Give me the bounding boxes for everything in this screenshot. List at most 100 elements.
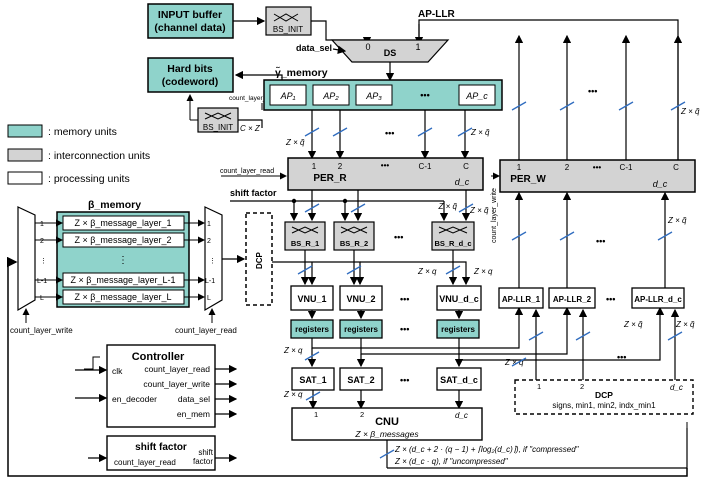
beta-right-port-1: 1: [207, 221, 211, 228]
legend-interconnect: : interconnection units: [48, 150, 150, 162]
cz-label: C × Z: [240, 124, 261, 133]
legend: : memory units : interconnection units :…: [7, 124, 150, 185]
beta-left-port-l: L: [40, 295, 44, 302]
controller-in-clk: clk: [112, 366, 123, 376]
dots-8: •••: [596, 236, 605, 246]
bs-r-dc: BS_R_d_c: [431, 221, 475, 251]
crossbar-icon: [340, 226, 368, 234]
per-w-port-c1: C-1: [620, 163, 633, 172]
per-r-dc: d_c: [455, 177, 470, 187]
per-w-dc: d_c: [653, 179, 668, 189]
ap-llr-2: AP-LLR_2: [548, 287, 596, 309]
cnu-port-2: 2: [360, 410, 364, 419]
formula-uncompressed: Z × (d_c · q), if "uncompressed": [394, 457, 509, 466]
zq-label-4: Z × q̃: [438, 202, 458, 211]
dcp-right-sub: signs, min1, min2, indx_min1: [552, 401, 656, 410]
ds-in0: 0: [365, 42, 370, 52]
cnu-sub: Z × β_messages: [354, 429, 419, 439]
data-sel-label: data_sel: [296, 43, 332, 53]
zq-label-3: Z × q̃: [680, 107, 700, 116]
input-buffer-line1: INPUT buffer: [158, 9, 222, 21]
dots-1: •••: [385, 128, 394, 138]
dcp-right-label: DCP: [595, 390, 613, 400]
cnu-block: 1 2 d_c CNU Z × β_messages: [291, 407, 483, 441]
bs-r-1-label: BS_R_1: [291, 239, 319, 248]
bs-init-top-label: BS_INIT: [273, 25, 303, 34]
dots-3: •••: [394, 232, 403, 242]
beta-left-port-l1: L-1: [37, 278, 47, 285]
per-w-count-label: count_layer_write: [491, 188, 498, 243]
per-w-block: 1 2 ••• C-1 C PER_W d_c: [499, 159, 696, 193]
beta-row-2: Z × β_message_layer_2: [75, 235, 172, 245]
controller-block: Controller clk en_decoder count_layer_re…: [106, 344, 216, 428]
ap-llr-2-label: AP-LLR_2: [553, 295, 592, 304]
dots-7: •••: [606, 294, 615, 304]
vnu-1-label: VNU_1: [297, 294, 326, 304]
vnu-dc: VNU_d_c: [436, 285, 482, 311]
dcp-right-block: 1 2 d_c DCP signs, min1, min2, indx_min1: [514, 379, 694, 415]
sat-dc-label: SAT_d_c: [440, 375, 478, 385]
per-r-block: 1 2 ••• C-1 C PER_R d_c: [287, 157, 484, 191]
beta-left-port-1: 1: [40, 221, 44, 228]
beta-memory-title: β_memory: [88, 199, 141, 211]
ap-llr-1: AP-LLR_1: [498, 287, 544, 309]
gamma-cell-3: AP₃: [365, 91, 382, 101]
bs-r-dc-label: BS_R_d_c: [434, 239, 471, 248]
gamma-to-per-r-lines: [304, 110, 473, 160]
hard-bits-block: Hard bits (codeword): [147, 57, 234, 93]
legend-processing: : processing units: [48, 173, 130, 185]
bs-init-mid-block: BS_INIT: [197, 107, 239, 133]
per-w-port-1: 1: [517, 163, 522, 172]
registers-1: registers: [290, 319, 334, 339]
zq-label-5: Z × q: [417, 267, 437, 276]
zq-label-12: Z × q̃: [675, 320, 695, 329]
gamma-memory-block: AP₁ AP₂ AP₃ ••• AP_c: [263, 79, 503, 111]
ds-in1: 1: [415, 42, 420, 52]
zq-label-6: Z × q: [473, 267, 493, 276]
sat-2: SAT_2: [339, 367, 383, 391]
sat-dc: SAT_d_c: [436, 367, 482, 391]
zq-label-11: Z × q̃: [623, 320, 643, 329]
dcp-left-block: DCP: [245, 212, 273, 306]
controller-out-4: en_mem: [177, 409, 210, 419]
ds-label: DS: [384, 48, 397, 58]
crossbar-icon: [438, 226, 468, 234]
zq-label-2: Z × q̃: [470, 128, 490, 137]
ap-llr-label: AP-LLR: [418, 9, 455, 20]
hard-bits-line1: Hard bits: [167, 63, 213, 75]
controller-out-2: count_layer_write: [143, 379, 210, 389]
beta-row-l: Z × β_message_layer_L: [75, 292, 172, 302]
zq-label-10: Z × q̃: [667, 216, 687, 225]
per-w-port-dots: •••: [593, 163, 602, 172]
controller-in-en-decoder: en_decoder: [112, 394, 157, 404]
dcp-right-port-1: 1: [537, 382, 541, 391]
gamma-count-label: count_layer_read: [229, 95, 280, 102]
controller-out-3: data_sel: [178, 394, 210, 404]
dots-4: •••: [400, 294, 409, 304]
legend-memory: : memory units: [48, 126, 117, 138]
input-buffer-block: INPUT buffer (channel data): [147, 3, 234, 39]
gamma-cell-1: AP₁: [280, 91, 296, 101]
sat-1-label: SAT_1: [299, 375, 326, 385]
beta-count-write: count_layer_write: [10, 326, 73, 335]
vnu-2: VNU_2: [339, 285, 383, 311]
bs-r-2: BS_R_2: [333, 221, 375, 251]
per-r-port-c: C: [463, 162, 469, 171]
beta-right-port-2: 2: [207, 238, 211, 245]
shift-box-out2: factor: [193, 457, 213, 466]
ds-mux: DS 0 1: [330, 39, 450, 63]
controller-title: Controller: [132, 351, 185, 363]
dcp-right-port-dc: d_c: [670, 383, 683, 392]
dcp-right-port-2: 2: [580, 382, 584, 391]
ap-llr-dc: AP-LLR_d_c: [631, 287, 685, 309]
registers-1-label: registers: [295, 325, 329, 334]
per-w-label: PER_W: [510, 174, 546, 185]
controller-out-1: count_layer_read: [144, 364, 210, 374]
beta-memory-block: Z × β_message_layer_1 Z × β_message_laye…: [17, 206, 223, 312]
vnu-1: VNU_1: [290, 285, 334, 311]
beta-left-port-dots: ⋮: [40, 258, 47, 265]
per-r-port-2: 2: [338, 162, 343, 171]
cnu-port-1: 1: [314, 410, 318, 419]
zq-label-8: Z × q: [504, 358, 524, 367]
